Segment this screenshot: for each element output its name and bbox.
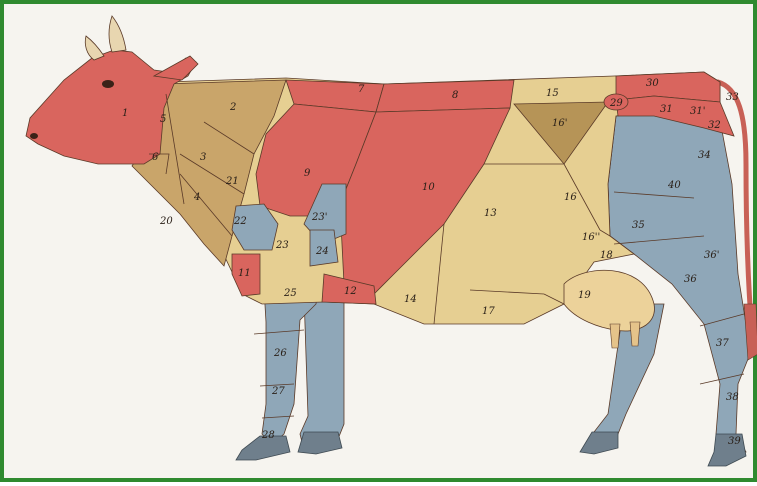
teat-1 [610, 324, 620, 348]
label-9: 9 [304, 168, 311, 179]
horn-right [85, 36, 104, 60]
label-10: 10 [422, 182, 435, 193]
label-19: 19 [578, 290, 591, 301]
label-12: 12 [344, 286, 357, 297]
label-31-prime: 31' [690, 106, 705, 117]
label-22: 22 [233, 216, 247, 227]
label-7: 7 [358, 84, 365, 95]
label-11: 11 [238, 268, 251, 279]
label-34: 34 [698, 150, 711, 161]
label-15: 15 [546, 88, 559, 99]
label-21: 21 [225, 176, 239, 187]
label-36-prime: 36' [704, 250, 719, 261]
nostril [30, 133, 38, 139]
label-27: 27 [271, 386, 285, 397]
label-35: 35 [632, 220, 645, 231]
label-40: 40 [667, 180, 681, 191]
eye [102, 80, 114, 88]
region-8 [376, 80, 514, 112]
hoof-hind-far [580, 432, 618, 454]
label-31: 31 [660, 104, 673, 115]
label-36: 36 [684, 274, 697, 285]
label-24: 24 [315, 246, 329, 257]
label-39: 39 [728, 436, 741, 447]
label-6: 6 [152, 152, 159, 163]
ear [154, 56, 198, 80]
label-20: 20 [159, 216, 173, 227]
label-4: 4 [193, 192, 200, 203]
label-13: 13 [484, 208, 497, 219]
label-38: 38 [726, 392, 739, 403]
label-23: 23 [275, 240, 289, 251]
teat-2 [630, 322, 640, 346]
label-14: 14 [404, 294, 417, 305]
label-29: 29 [609, 98, 623, 109]
label-16-double-prime: 16'' [582, 232, 600, 243]
label-3: 3 [200, 152, 206, 163]
label-32: 32 [708, 120, 721, 131]
label-18: 18 [600, 250, 613, 261]
label-37: 37 [716, 338, 729, 349]
horn-left [109, 16, 126, 52]
label-8: 8 [452, 90, 458, 101]
cow-anatomy-diagram: 1 2 3 4 5 6 7 8 9 10 11 12 13 14 15 16 1… [4, 4, 757, 486]
front-far-leg [300, 294, 344, 450]
label-5: 5 [160, 114, 166, 125]
hoof-front-far [298, 432, 342, 454]
label-23-prime: 23' [311, 212, 327, 223]
label-17: 17 [482, 306, 495, 317]
label-33: 33 [726, 92, 739, 103]
label-26: 26 [273, 348, 287, 359]
label-16: 16 [564, 192, 577, 203]
label-28: 28 [261, 430, 275, 441]
label-16-prime: 16' [552, 118, 567, 129]
label-25: 25 [283, 288, 297, 299]
label-30: 30 [646, 78, 659, 89]
label-2: 2 [229, 102, 236, 113]
label-1: 1 [122, 108, 128, 119]
